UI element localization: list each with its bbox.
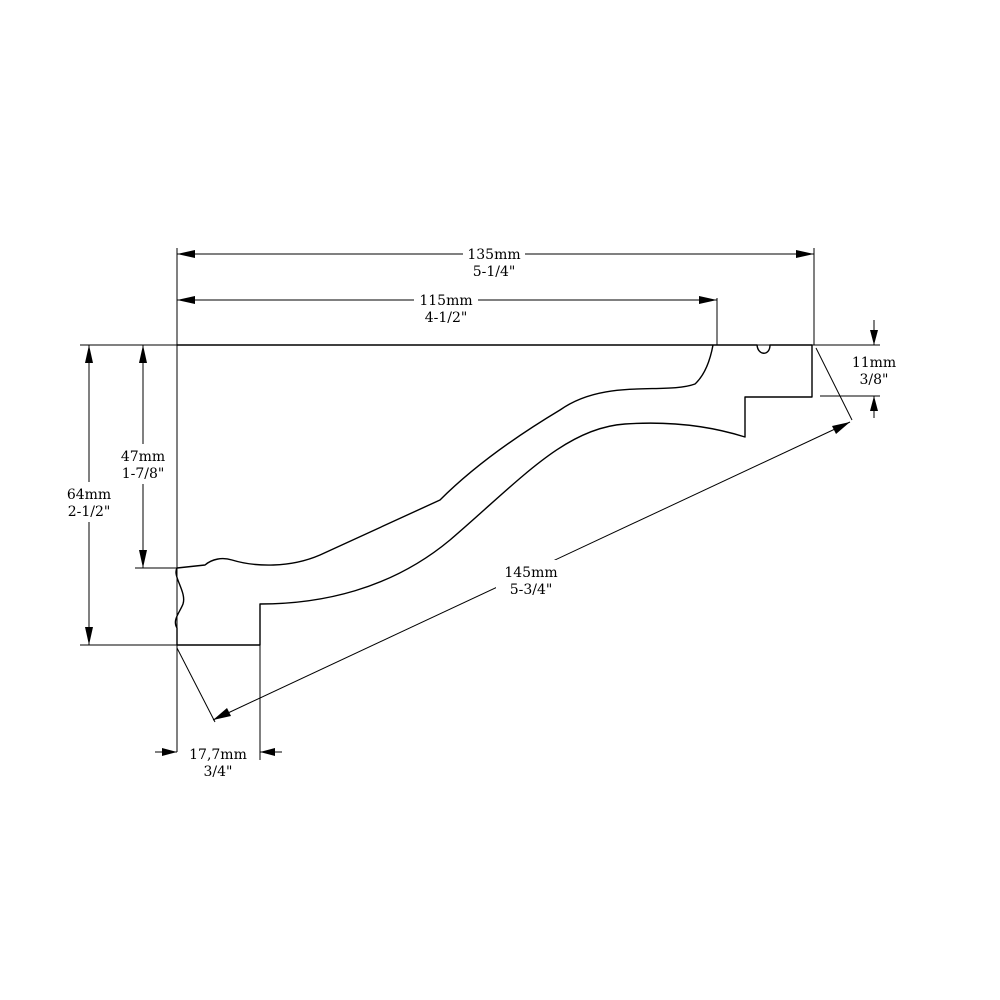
dim-diagonal-metric: 145mm (504, 565, 557, 581)
extension-lines (80, 248, 880, 760)
arrow-right (699, 296, 717, 304)
arrow-top-right (832, 422, 850, 434)
arrow-down (85, 627, 93, 645)
dim-top-step-metric: 11mm (852, 355, 896, 371)
arrow-bottom-left (213, 708, 231, 720)
label-mask (112, 444, 172, 484)
dim-overall-height: 64mm 2-1/2" (62, 345, 118, 645)
arrow-up (139, 345, 147, 363)
dim-overall-width-imperial: 5-1/4" (473, 264, 516, 280)
label-mask (463, 242, 525, 280)
dim-overall-height-imperial: 2-1/2" (68, 504, 111, 520)
label-mask (496, 560, 566, 600)
ext-diagonal-top (815, 347, 853, 421)
dim-top-step-imperial: 3/8" (860, 372, 889, 388)
dim-bottom-step: 17,7mm 3/4" (155, 747, 282, 780)
dim-bottom-step-metric: 17,7mm (189, 747, 247, 763)
dim-diagonal-imperial: 5-3/4" (510, 582, 553, 598)
dim-top-step: 11mm 3/8" (852, 320, 896, 418)
dim-overall-width: 135mm 5-1/4" (177, 242, 814, 280)
ext-diagonal-bottom (176, 647, 216, 723)
label-mask (414, 289, 478, 327)
profile-outline (174, 344, 813, 646)
dim-inner-height-imperial: 1-7/8" (122, 466, 165, 482)
dim-inner-width-imperial: 4-1/2" (425, 310, 468, 326)
dim-bottom-step-imperial: 3/4" (204, 764, 233, 780)
arrow-up (870, 396, 878, 411)
dim-inner-width: 115mm 4-1/2" (177, 289, 717, 327)
arrow-up (85, 345, 93, 363)
dim-inner-height-metric: 47mm (121, 449, 165, 465)
arrow-left (177, 296, 195, 304)
dim-overall-height-metric: 64mm (67, 487, 111, 503)
arrow-right (796, 250, 814, 258)
arrow-down (870, 330, 878, 345)
arrow-right (162, 748, 177, 756)
arrow-left (177, 250, 195, 258)
arrow-down (139, 550, 147, 568)
label-mask (62, 482, 118, 522)
dim-inner-height: 47mm 1-7/8" (112, 345, 172, 568)
dim-diagonal: 145mm 5-3/4" (212, 421, 851, 721)
molding-profile (174, 344, 813, 646)
arrow-left (260, 748, 275, 756)
dim-overall-width-metric: 135mm (467, 247, 520, 263)
dim-inner-width-metric: 115mm (419, 293, 472, 309)
